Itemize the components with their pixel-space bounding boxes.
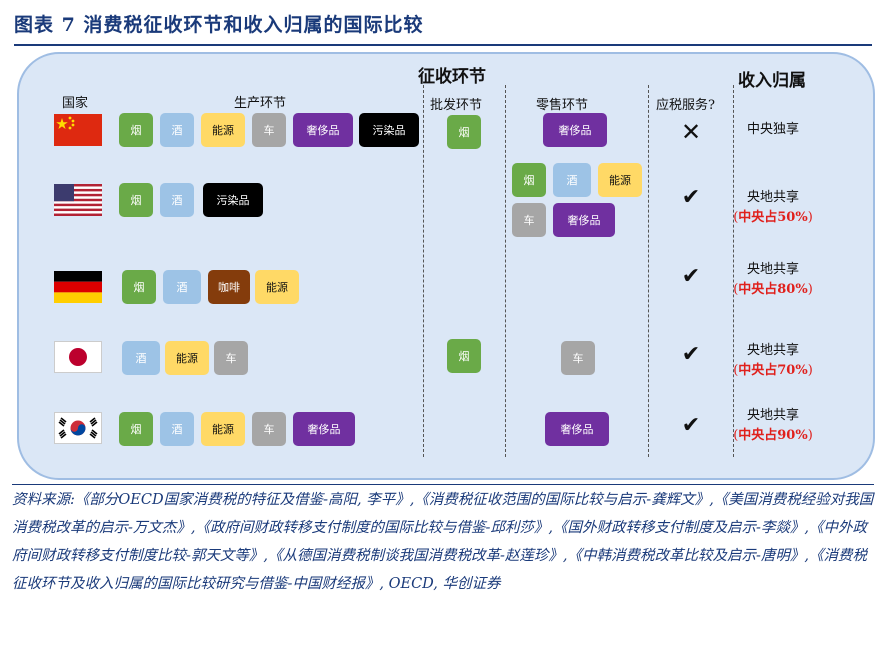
- services-check-icon: ✔: [681, 264, 701, 289]
- korea-flag-icon: [54, 412, 102, 444]
- chip-energy: 能源: [201, 412, 245, 446]
- divider-wholesale-right: [505, 85, 506, 457]
- revenue-share-korea: 央地共享 (中央占90%): [733, 408, 813, 443]
- chip-luxury: 奢侈品: [553, 203, 615, 237]
- page-title: 图表 7 消费税征收环节和收入归属的国际比较: [14, 14, 424, 36]
- germany-flag-icon: [54, 271, 102, 303]
- chip-coffee: 咖啡: [208, 270, 250, 304]
- source-note: 资料来源:《部分OECD国家消费税的特征及借鉴-高阳, 李平》,《消费税征收范围…: [12, 492, 874, 592]
- chip-car: 车: [252, 113, 286, 147]
- chip-car: 车: [252, 412, 286, 446]
- title-divider: [14, 44, 872, 46]
- chip-alcohol: 酒: [553, 163, 591, 197]
- chip-energy: 能源: [201, 113, 245, 147]
- header-wholesale: 批发环节: [430, 98, 483, 113]
- chip-tobacco: 烟: [512, 163, 546, 197]
- revenue-share-china: 中央独享: [746, 122, 799, 137]
- usa-flag-icon: [54, 184, 102, 216]
- chip-tobacco: 烟: [447, 339, 481, 373]
- chip-tobacco: 烟: [122, 270, 156, 304]
- chip-energy: 能源: [165, 341, 209, 375]
- chip-alcohol: 酒: [122, 341, 160, 375]
- divider-services-right: [733, 85, 734, 457]
- chip-tobacco: 烟: [119, 412, 153, 446]
- chip-car: 车: [512, 203, 546, 237]
- chip-pollutant: 污染品: [359, 113, 419, 147]
- chip-luxury: 奢侈品: [543, 113, 607, 147]
- chip-tobacco: 烟: [119, 183, 153, 217]
- source-divider: [12, 484, 874, 485]
- chip-energy: 能源: [255, 270, 299, 304]
- chip-alcohol: 酒: [160, 113, 194, 147]
- header-country: 国家: [62, 96, 89, 111]
- header-retail: 零售环节: [536, 98, 589, 113]
- chip-pollutant: 污染品: [203, 183, 263, 217]
- chip-alcohol: 酒: [160, 412, 194, 446]
- chip-car: 车: [561, 341, 595, 375]
- chip-alcohol: 酒: [160, 183, 194, 217]
- services-cross-icon: ✕: [680, 118, 702, 146]
- chip-tobacco: 烟: [447, 115, 481, 149]
- chip-luxury: 奢侈品: [545, 412, 609, 446]
- divider-retail-right: [648, 85, 649, 457]
- revenue-share-usa: 央地共享 (中央占50%): [733, 190, 813, 225]
- header-taxable-services: 应税服务?: [656, 98, 715, 113]
- revenue-share-germany: 央地共享 (中央占80%): [733, 262, 813, 297]
- chip-car: 车: [214, 341, 248, 375]
- header-collection-stage: 征收环节: [418, 67, 486, 87]
- divider-wholesale-left: [423, 85, 424, 457]
- china-flag-icon: [54, 114, 102, 146]
- revenue-share-japan: 央地共享 (中央占70%): [733, 343, 813, 378]
- services-check-icon: ✔: [681, 185, 701, 210]
- header-revenue-attribution: 收入归属: [738, 71, 806, 91]
- chip-energy: 能源: [598, 163, 642, 197]
- header-production: 生产环节: [234, 96, 287, 111]
- services-check-icon: ✔: [681, 342, 701, 367]
- chip-alcohol: 酒: [163, 270, 201, 304]
- services-check-icon: ✔: [681, 413, 701, 438]
- chip-luxury: 奢侈品: [293, 412, 355, 446]
- japan-flag-icon: [54, 341, 102, 373]
- chip-tobacco: 烟: [119, 113, 153, 147]
- chip-luxury: 奢侈品: [293, 113, 353, 147]
